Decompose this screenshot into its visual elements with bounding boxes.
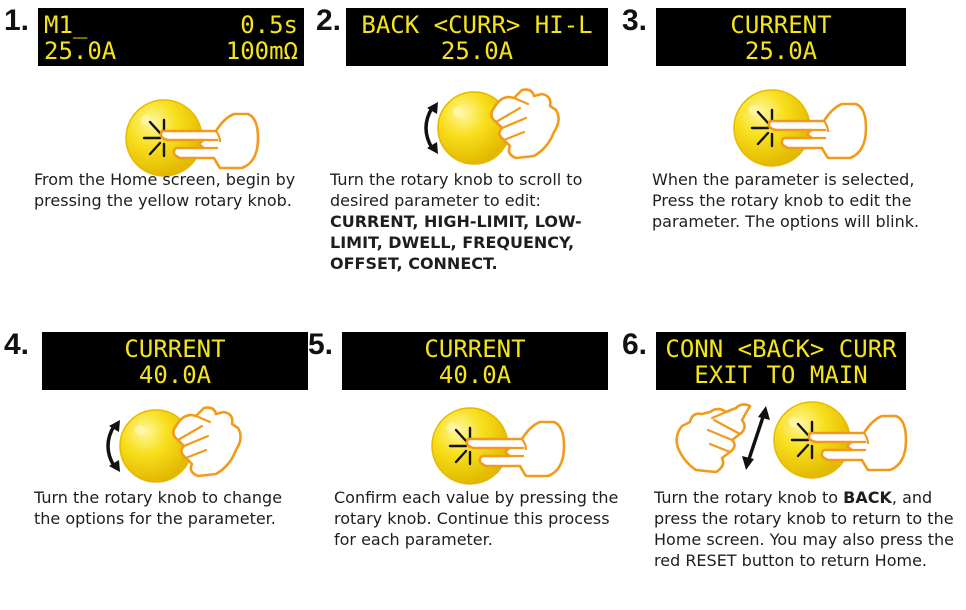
step-caption: Turn the rotary knob to change the optio…	[34, 488, 283, 528]
lcd-display: CURRENT 40.0A	[42, 332, 308, 390]
step-caption: Turn the rotary knob to BACK, and press …	[654, 487, 964, 571]
caption-text: Turn the rotary knob to scroll to desire…	[330, 170, 583, 210]
lcd-line1: CURRENT	[124, 335, 226, 363]
step-number: 2.	[316, 4, 342, 37]
turn-knob-illustration	[424, 88, 564, 168]
step-number: 4.	[4, 328, 30, 361]
press-burst-icon	[734, 90, 866, 166]
lcd-display: CURRENT 25.0A	[656, 8, 906, 66]
step-number: 5.	[308, 328, 334, 361]
step-6: 6. CONN <BACK> CURR EXIT TO MAIN Turn th…	[622, 328, 954, 610]
lcd-line2: 25.0A	[440, 37, 514, 65]
lcd-line2: 40.0A	[138, 361, 212, 389]
step-2: 2. BACK <CURR> HI-L 25.0A Turn the rotar…	[316, 6, 632, 286]
lcd-display: M1_ 0.5s 25.0A 100mΩ	[38, 8, 304, 66]
lcd-line1-left: M1_	[44, 11, 88, 39]
pressing-hand-icon	[432, 408, 564, 484]
lcd-line1-right: 0.5s	[240, 11, 298, 39]
step-number: 3.	[622, 4, 648, 37]
press-knob-illustration	[124, 98, 264, 178]
step-1: 1. M1_ 0.5s 25.0A 100mΩ From the Home sc…	[4, 6, 320, 286]
step-4: 4. CURRENT 40.0A Turn the rotary knob to…	[4, 330, 320, 610]
step-number: 6.	[622, 328, 648, 361]
lcd-line2-left: 25.0A	[44, 37, 117, 65]
step-caption: Turn the rotary knob to scroll to desire…	[330, 169, 634, 274]
lcd-line2: 40.0A	[438, 361, 512, 389]
caption-text-post: , and press the rotary knob to return to…	[654, 488, 955, 570]
turning-hand-icon	[108, 408, 241, 482]
lcd-display: BACK <CURR> HI-L 25.0A	[346, 8, 608, 66]
lcd-line1: CURRENT	[424, 335, 526, 363]
press-knob-illustration	[430, 406, 570, 486]
step-caption: Confirm each value by pressing the rotar…	[334, 488, 619, 549]
turn-press-knob-illustration	[652, 400, 952, 480]
lcd-display: CURRENT 40.0A	[342, 332, 608, 390]
lcd-line2-right: 100mΩ	[225, 37, 298, 65]
caption-text-pre: Turn the rotary knob to	[654, 488, 844, 507]
press-knob-illustration	[732, 88, 872, 168]
lcd-display: CONN <BACK> CURR EXIT TO MAIN	[656, 332, 906, 390]
rotary-knob-icon	[677, 402, 906, 478]
step-caption: From the Home screen, begin by pressing …	[34, 170, 296, 210]
step-number: 1.	[4, 4, 30, 37]
step-3: 3. CURRENT 25.0A When the parameter is s…	[622, 6, 938, 286]
lcd-line1: CURRENT	[730, 11, 832, 39]
step-caption: When the parameter is selected, Press th…	[652, 170, 920, 231]
turn-knob-illustration	[106, 406, 246, 486]
step-5: 5. CURRENT 40.0A Confirm each value by p…	[308, 330, 624, 610]
parameter-list: CURRENT, HIGH-LIMIT, LOW-LIMIT, DWELL, F…	[330, 212, 582, 273]
lcd-line2: 25.0A	[744, 37, 818, 65]
caption-back-label: BACK	[843, 488, 892, 507]
lcd-line2: EXIT TO MAIN	[694, 361, 868, 389]
rotation-arrow-icon	[426, 90, 559, 164]
rotary-knob-icon	[126, 100, 258, 176]
lcd-line1: CONN <BACK> CURR	[665, 335, 897, 363]
lcd-line1: BACK <CURR> HI-L	[361, 11, 593, 39]
